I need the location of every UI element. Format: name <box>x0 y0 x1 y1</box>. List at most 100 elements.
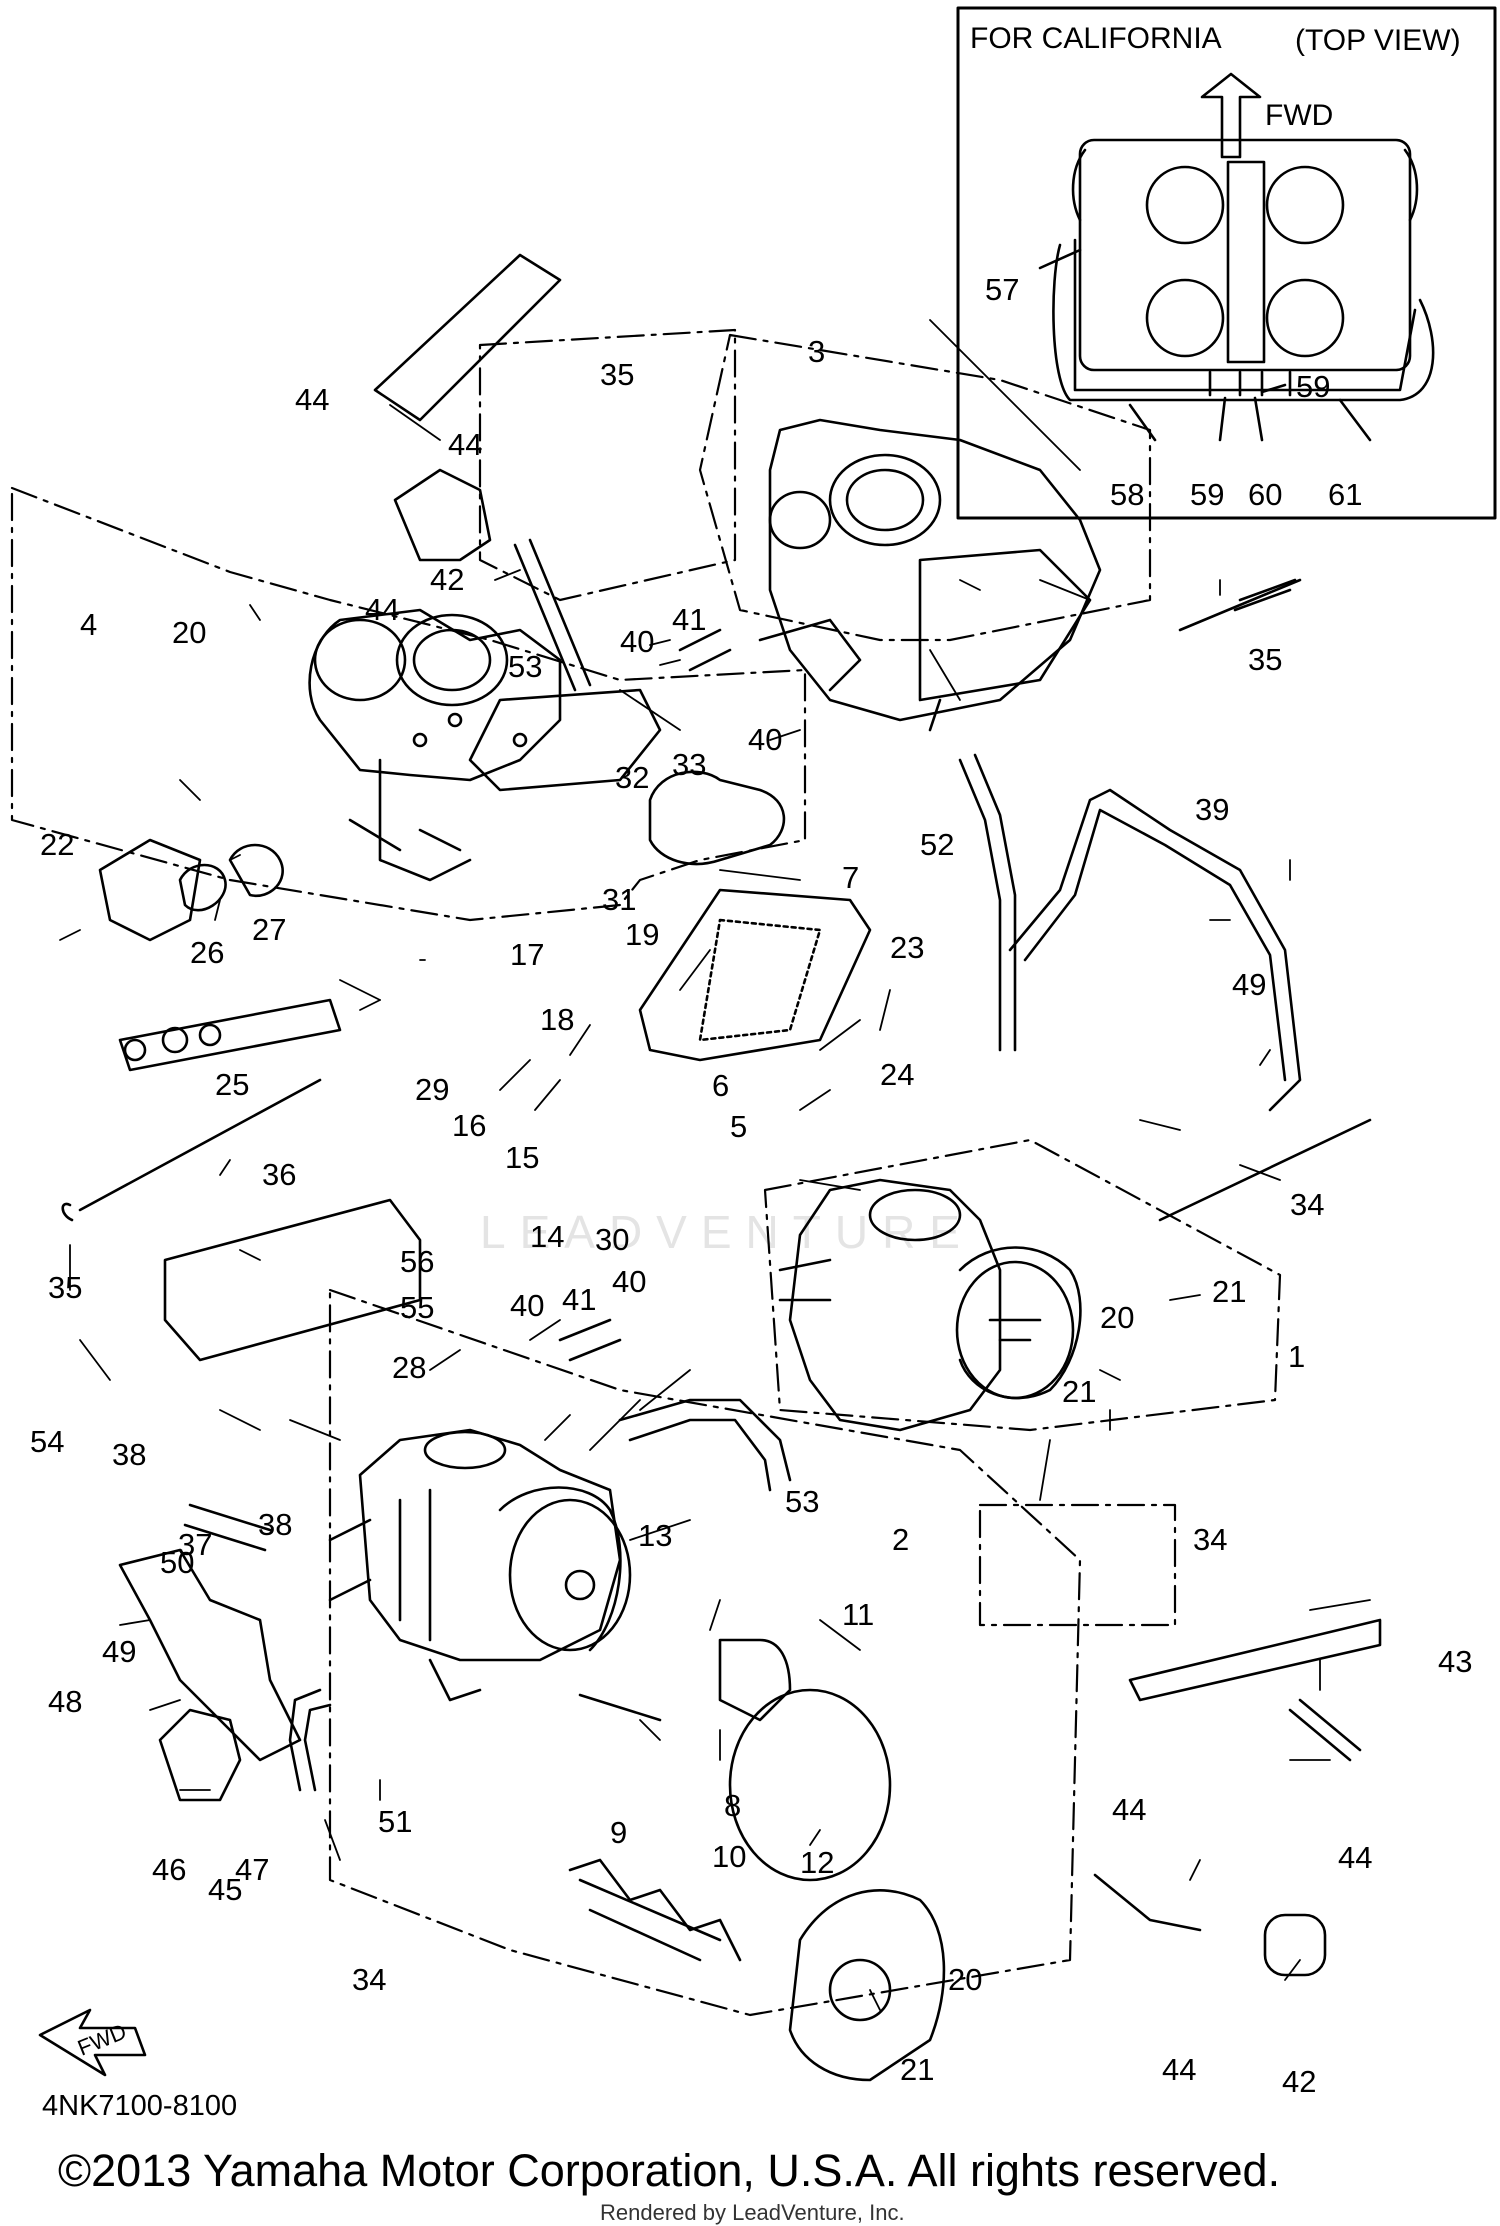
callout-45: 45 <box>208 1872 242 1907</box>
callout-20c: 20 <box>948 1962 982 1997</box>
leader-lines <box>59 319 1371 2011</box>
callout-8: 8 <box>724 1788 741 1823</box>
inset-view: (TOP VIEW) <box>1295 24 1461 57</box>
callout-52: 52 <box>920 827 954 862</box>
callout-17: 17 <box>510 937 544 972</box>
callout-35c: 35 <box>48 1270 82 1305</box>
callout-20b: 20 <box>1100 1300 1134 1335</box>
callout-9: 9 <box>610 1815 627 1850</box>
callout-35b: 35 <box>1248 642 1282 677</box>
callout-29: 29 <box>415 1072 449 1107</box>
callout-42b: 42 <box>1282 2064 1316 2099</box>
callout-2: 2 <box>892 1522 909 1557</box>
callout-44d: 44 <box>1112 1792 1146 1827</box>
callout-25: 25 <box>215 1067 249 1102</box>
callout-27: 27 <box>252 912 286 947</box>
callout-14: 14 <box>530 1219 564 1254</box>
callout-39: 39 <box>1195 792 1229 827</box>
callout-53b: 53 <box>785 1484 819 1519</box>
copyright-notice: ©2013 Yamaha Motor Corporation, U.S.A. A… <box>58 2145 1281 2196</box>
callout-38b: 38 <box>258 1507 292 1542</box>
callout-labels: 1 2 3 4 5 6 7 8 9 10 11 12 13 14 15 16 1… <box>30 334 1472 2099</box>
callout-31: 31 <box>602 882 636 917</box>
carburetor-2 <box>328 1428 632 1702</box>
callout-7: 7 <box>842 860 859 895</box>
callout-49b: 49 <box>102 1634 136 1669</box>
callout-38a: 38 <box>112 1437 146 1472</box>
vacuum-chamber-parts <box>568 770 946 2082</box>
callout-1: 1 <box>1288 1339 1305 1374</box>
inset-label-61: 61 <box>1328 477 1362 512</box>
fwd-up-arrow-icon <box>1200 72 1262 159</box>
callout-15: 15 <box>505 1140 539 1175</box>
callout-48: 48 <box>48 1684 82 1719</box>
callout-40a: 40 <box>620 624 654 659</box>
callout-21c: 21 <box>900 2052 934 2087</box>
callout-44e: 44 <box>1338 1840 1372 1875</box>
callout-42a: 42 <box>430 562 464 597</box>
callout-33: 33 <box>672 747 706 782</box>
diagram-code: 4NK7100-8100 <box>42 2090 238 2122</box>
callout-16: 16 <box>452 1108 486 1143</box>
callout-44b: 44 <box>448 427 482 462</box>
group-outlines <box>10 328 1282 2017</box>
callout-54: 54 <box>30 1424 64 1459</box>
callout-13: 13 <box>638 1518 672 1553</box>
callout-6: 6 <box>712 1068 729 1103</box>
callout-4: 4 <box>80 607 97 642</box>
inset-title: FOR CALIFORNIA <box>970 22 1222 55</box>
callout-37: 37 <box>178 1527 212 1562</box>
callout-43: 43 <box>1438 1644 1472 1679</box>
callout-56: 56 <box>400 1244 434 1279</box>
inset-label-57: 57 <box>985 272 1019 307</box>
callout-53a: 53 <box>508 649 542 684</box>
callout-44f: 44 <box>1162 2052 1196 2087</box>
callout-19: 19 <box>625 917 659 952</box>
callout-40b: 40 <box>748 722 782 757</box>
rods-hoses <box>61 253 1382 1977</box>
callout-18: 18 <box>540 1002 574 1037</box>
callout-20a: 20 <box>172 615 206 650</box>
callout-41a: 41 <box>672 602 706 637</box>
inset-label-59a: 59 <box>1296 369 1330 404</box>
callout-22: 22 <box>40 827 74 862</box>
inset-label-58: 58 <box>1110 477 1144 512</box>
carburetor-3 <box>758 418 1102 732</box>
callout-55: 55 <box>400 1290 434 1325</box>
render-note: Rendered by LeadVenture, Inc. <box>600 2200 905 2225</box>
callout-21a: 21 <box>1212 1274 1246 1309</box>
callout-35a: 35 <box>600 357 634 392</box>
fwd-arrow-icon <box>38 2008 147 2077</box>
callout-28: 28 <box>392 1350 426 1385</box>
callout-41b: 41 <box>562 1282 596 1317</box>
callout-26: 26 <box>190 935 224 970</box>
callout-21b: 21 <box>1062 1374 1096 1409</box>
carburetor-1 <box>778 1178 1082 1432</box>
callout-23: 23 <box>890 930 924 965</box>
callout-44a: 44 <box>295 382 329 417</box>
callout-3: 3 <box>808 334 825 369</box>
callout-30: 30 <box>595 1222 629 1257</box>
callout-5: 5 <box>730 1109 747 1144</box>
callout-34b: 34 <box>1193 1522 1227 1557</box>
callout-12: 12 <box>800 1845 834 1880</box>
callout-44c: 44 <box>365 592 399 627</box>
callout-10: 10 <box>712 1839 746 1874</box>
callout-50: 50 <box>160 1545 194 1580</box>
callout-40d: 40 <box>612 1264 646 1299</box>
callout-36: 36 <box>262 1157 296 1192</box>
callout-32: 32 <box>615 760 649 795</box>
inset-fwd-label: FWD <box>1265 99 1333 132</box>
callout-34c: 34 <box>352 1962 386 1997</box>
callout-49a: 49 <box>1232 967 1266 1002</box>
callout-51: 51 <box>378 1804 412 1839</box>
callout-11: 11 <box>842 1597 874 1632</box>
inset-label-59b: 59 <box>1190 477 1224 512</box>
carburetor-4 <box>308 608 662 882</box>
callout-34a: 34 <box>1290 1187 1324 1222</box>
inset-label-60: 60 <box>1248 477 1282 512</box>
inset-box <box>956 6 1497 520</box>
callout-46: 46 <box>152 1852 186 1887</box>
callout-47: 47 <box>235 1852 269 1887</box>
